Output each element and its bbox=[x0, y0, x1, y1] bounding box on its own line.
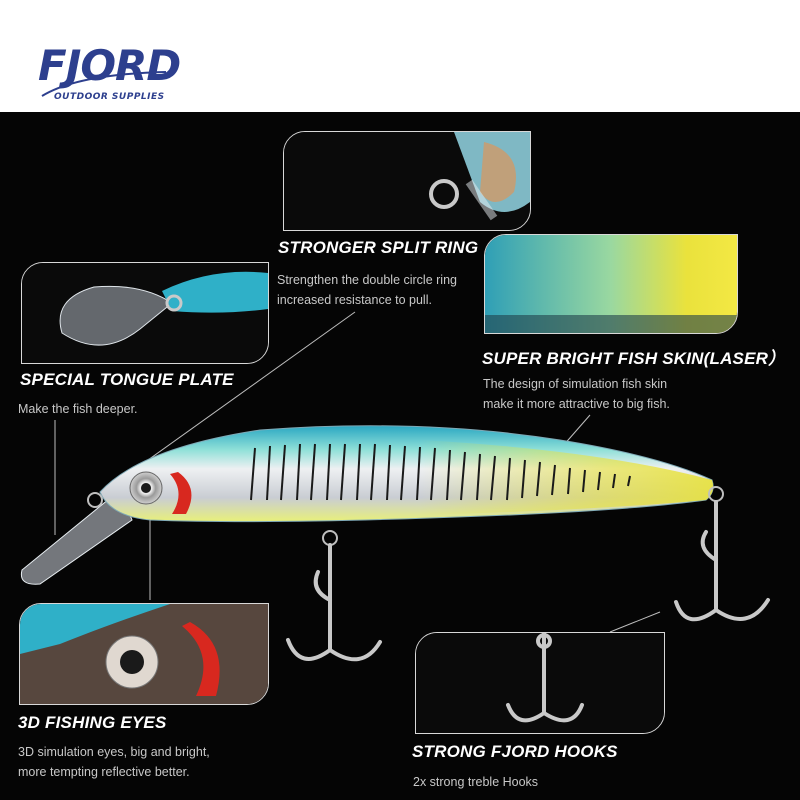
split-ring-line-1: Strengthen the double circle ring bbox=[277, 273, 457, 287]
fish-skin-title: SUPER BRIGHT FISH SKIN(LASER） bbox=[482, 349, 786, 368]
swoosh-icon bbox=[41, 71, 167, 97]
fishing-eyes-line-1: 3D simulation eyes, big and bright, bbox=[18, 745, 210, 759]
brand-name: FJORD bbox=[38, 41, 181, 90]
fish-skin-line-1: The design of simulation fish skin bbox=[483, 377, 668, 391]
hooks-title: STRONG FJORD HOOKS bbox=[412, 742, 618, 761]
fish-skin-line-2: make it more attractive to big fish. bbox=[483, 397, 670, 411]
tongue-plate-title: SPECIAL TONGUE PLATE bbox=[20, 370, 234, 389]
hooks-description: 2x strong treble Hooks bbox=[413, 772, 538, 792]
fishing-eyes-title: 3D FISHING EYES bbox=[18, 713, 167, 732]
fish-skin-detail-image bbox=[485, 235, 737, 333]
split-ring-detail-image bbox=[284, 132, 530, 230]
split-ring-title: STRONGER SPLIT RING bbox=[278, 238, 479, 257]
fishing-eyes-panel bbox=[19, 603, 269, 705]
brand-tagline: OUTDOOR SUPPLIES bbox=[54, 92, 165, 102]
fish-skin-panel bbox=[484, 234, 738, 334]
brand-logo: FJORD OUTDOOR SUPPLIES bbox=[38, 41, 181, 104]
hooks-line-1: 2x strong treble Hooks bbox=[413, 775, 539, 789]
split-ring-description: Strengthen the double circle ring increa… bbox=[277, 270, 457, 310]
fishing-eyes-line-2: more tempting reflective better. bbox=[18, 765, 190, 779]
fishing-eyes-detail-image bbox=[20, 604, 268, 704]
split-ring-line-2: increased resistance to pull. bbox=[277, 293, 432, 307]
fishing-eyes-description: 3D simulation eyes, big and bright, more… bbox=[18, 742, 210, 782]
tongue-plate-panel bbox=[21, 262, 269, 364]
split-ring-panel bbox=[283, 131, 531, 231]
tongue-plate-line-1: Make the fish deeper. bbox=[18, 402, 138, 416]
header: FJORD OUTDOOR SUPPLIES bbox=[0, 0, 800, 112]
fish-skin-description: The design of simulation fish skin make … bbox=[483, 374, 670, 414]
hooks-panel bbox=[415, 632, 665, 734]
tongue-plate-detail-image bbox=[22, 263, 268, 363]
hooks-detail-image bbox=[416, 633, 664, 733]
tongue-plate-description: Make the fish deeper. bbox=[18, 399, 138, 419]
